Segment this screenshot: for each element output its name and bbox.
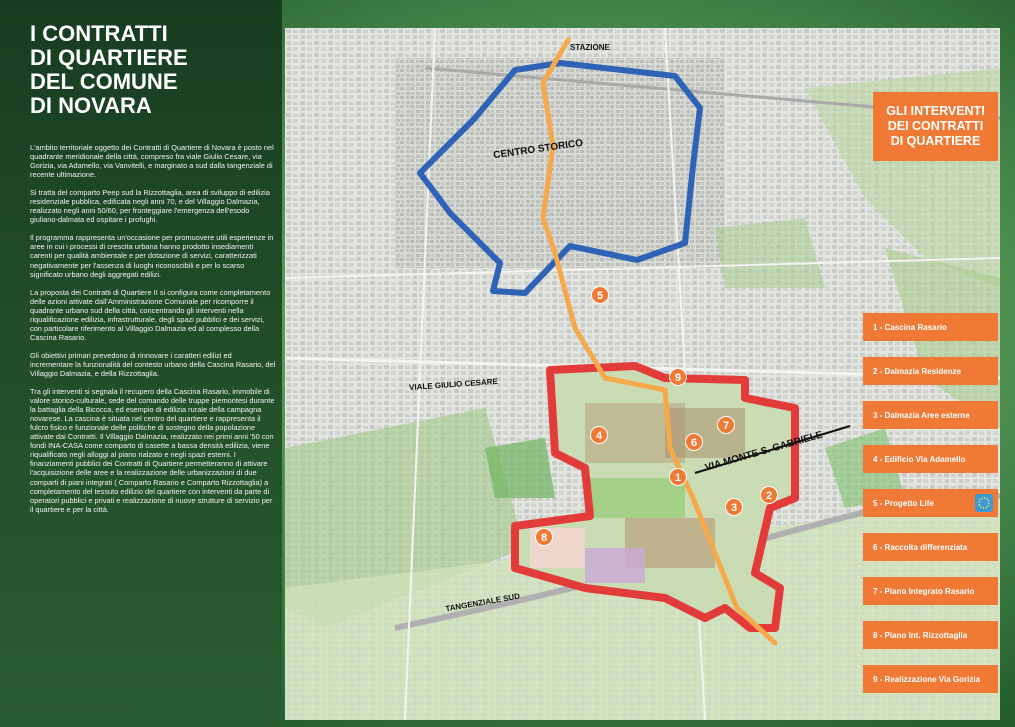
marker-3[interactable]: 3 bbox=[725, 498, 743, 516]
legend-item-1[interactable]: 1 - Cascina Rasario bbox=[863, 313, 998, 341]
legend-item-label: 5 - Progetto Life bbox=[873, 498, 934, 508]
marker-9[interactable]: 9 bbox=[669, 368, 687, 386]
centro-storico-outline bbox=[417, 60, 703, 296]
legend-item-label: 9 - Realizzazione Via Gorizia bbox=[873, 674, 980, 684]
legend-header: GLI INTERVENTI DEI CONTRATTI DI QUARTIER… bbox=[873, 92, 998, 161]
title-line-1: I CONTRATTI bbox=[30, 21, 168, 46]
title-line-4: DI NOVARA bbox=[30, 93, 152, 118]
legend-header-line-1: GLI INTERVENTI bbox=[886, 104, 985, 118]
marker-8[interactable]: 8 bbox=[535, 528, 553, 546]
legend-item-7[interactable]: 7 - Piano Integrato Rasario bbox=[863, 577, 998, 605]
legend-item-label: 6 - Raccolta differenziata bbox=[873, 542, 968, 552]
legend-item-8[interactable]: 8 - Piano Int. Rizzottaglia bbox=[863, 621, 998, 649]
legend-item-4[interactable]: 4 - Edificio Via Adamello bbox=[863, 445, 998, 473]
legend-item-3[interactable]: 3 - Dalmazia Aree esterne bbox=[863, 401, 998, 429]
legend-item-label: 8 - Piano Int. Rizzottaglia bbox=[873, 630, 968, 640]
page-title: I CONTRATTI DI QUARTIERE DEL COMUNE DI N… bbox=[30, 22, 270, 118]
paragraph-1: L'ambito territoriale oggetto dei Contra… bbox=[30, 143, 274, 180]
legend-item-9[interactable]: 9 - Realizzazione Via Gorizia bbox=[863, 665, 998, 693]
paragraph-4: La proposta dei Contratti di Quartiere I… bbox=[30, 287, 271, 342]
title-line-3: DEL COMUNE bbox=[30, 69, 178, 94]
label-stazione: STAZIONE bbox=[570, 43, 610, 52]
eu-stars-icon bbox=[975, 494, 993, 512]
quartiere-outline bbox=[511, 362, 799, 632]
description-text: L'ambito territoriale oggetto dei Contra… bbox=[30, 143, 276, 523]
legend-header-line-2: DEI CONTRATTI bbox=[887, 119, 984, 133]
legend-item-2[interactable]: 2 - Dalmazia Residenze bbox=[863, 357, 998, 385]
paragraph-5: Gli obiettivi primari prevedono di rinno… bbox=[30, 350, 276, 378]
legend-item-6[interactable]: 6 - Raccolta differenziata bbox=[863, 533, 998, 561]
paragraph-6: Tra gli interventi si segnala il recuper… bbox=[30, 387, 275, 514]
text-panel: I CONTRATTI DI QUARTIERE DEL COMUNE DI N… bbox=[0, 0, 282, 727]
legend-item-label: 3 - Dalmazia Aree esterne bbox=[873, 410, 970, 420]
route-line bbox=[540, 37, 778, 646]
marker-4[interactable]: 4 bbox=[590, 426, 608, 444]
legend-item-label: 4 - Edificio Via Adamello bbox=[873, 454, 966, 464]
marker-5[interactable]: 5 bbox=[591, 286, 609, 304]
legend-item-5[interactable]: 5 - Progetto Life bbox=[863, 489, 998, 517]
legend-header-line-3: DI QUARTIERE bbox=[890, 134, 981, 148]
legend-item-label: 7 - Piano Integrato Rasario bbox=[873, 586, 975, 596]
marker-2[interactable]: 2 bbox=[760, 486, 778, 504]
marker-7[interactable]: 7 bbox=[717, 416, 735, 434]
paragraph-2: Si tratta del comparto Peep sud la Rizzo… bbox=[30, 188, 270, 225]
title-line-2: DI QUARTIERE bbox=[30, 45, 188, 70]
paragraph-3: Il programma rappresenta un'occasione pe… bbox=[30, 233, 274, 279]
legend-item-label: 1 - Cascina Rasario bbox=[873, 322, 947, 332]
marker-1[interactable]: 1 bbox=[669, 468, 687, 486]
legend-item-label: 2 - Dalmazia Residenze bbox=[873, 366, 962, 376]
marker-6[interactable]: 6 bbox=[685, 433, 703, 451]
